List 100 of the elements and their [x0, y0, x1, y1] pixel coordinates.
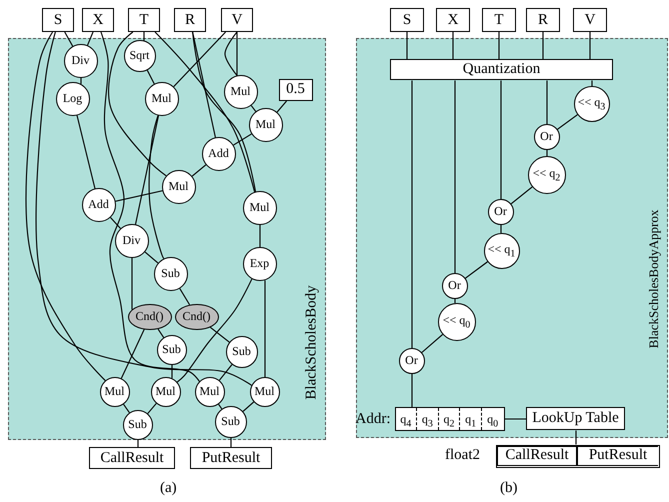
operator-label: << q$_{3}$ [578, 94, 606, 112]
input-box [190, 447, 272, 469]
operator-node [122, 410, 152, 440]
connector-line [154, 32, 256, 192]
operator-node [248, 108, 282, 142]
operator-node [194, 376, 224, 406]
connector-line [406, 32, 408, 60]
operator-label: Sub [232, 344, 251, 359]
connector-line [452, 32, 454, 60]
operator-label: Mul [104, 384, 124, 399]
input-label: V [232, 12, 242, 28]
connector-line [147, 403, 157, 414]
connector-line [411, 374, 413, 407]
operator-node [242, 246, 276, 280]
input-box [436, 8, 470, 32]
connector-line [264, 280, 266, 377]
connector-line [192, 164, 206, 177]
connector-line [36, 32, 252, 386]
connector-line [546, 80, 548, 124]
operator-label: Mul [168, 179, 188, 194]
connector-line [591, 80, 593, 86]
input-box [482, 8, 516, 32]
operator-node [488, 198, 514, 224]
panel-title: BlackScholesBodyApprox [646, 208, 662, 350]
register-bit: q$_{4}$ [396, 408, 418, 430]
output-label: PutResult [588, 447, 648, 464]
connector-line [465, 261, 488, 279]
connector-line [108, 32, 166, 176]
operator-label: Mul [155, 384, 176, 399]
output-field [577, 446, 658, 466]
operator-node [202, 136, 236, 170]
operator-label: Or [405, 353, 418, 368]
operator-node [124, 40, 156, 72]
operator-node [150, 376, 180, 406]
connector-line [87, 32, 94, 46]
input-label: V [584, 12, 596, 28]
operator-label: Or [448, 278, 461, 293]
operator-label: Mul [254, 384, 274, 399]
connector-line [259, 225, 261, 247]
subsystem-panel [8, 38, 326, 440]
connector-line [557, 114, 578, 130]
connector-line [144, 252, 158, 264]
input-box [221, 8, 253, 32]
connector-line [542, 32, 544, 60]
connector-line [100, 32, 200, 382]
connector-line [143, 32, 145, 40]
subsystem-panel [356, 38, 668, 438]
connector-line [171, 365, 173, 378]
connector-line [224, 32, 238, 76]
operator-node [64, 44, 98, 78]
register-bit: q$_{1}$ [460, 408, 482, 430]
input-box [526, 8, 560, 32]
operator-label: << q$_{1}$ [488, 242, 516, 260]
operator-label: Mul [151, 91, 172, 106]
connector-line [575, 430, 577, 444]
register-label: Addr: [356, 410, 390, 428]
connector-line [120, 329, 145, 379]
operator-node [484, 232, 520, 268]
output-field [497, 446, 577, 466]
input-label: LookUp Table [532, 410, 619, 427]
operator-node [226, 336, 258, 368]
input-box [390, 8, 424, 32]
connector-line [454, 80, 456, 273]
function-node [174, 304, 218, 330]
operator-node [100, 376, 130, 406]
connector-line [158, 328, 164, 338]
connector-line [411, 80, 413, 348]
connector-line [64, 32, 74, 46]
input-label: PutResult [202, 450, 260, 466]
input-label: X [92, 12, 104, 28]
connector-line [242, 402, 254, 412]
connector-line [218, 404, 222, 410]
operator-label: Mul [230, 84, 250, 99]
connector-line [546, 150, 548, 156]
connector-line [218, 364, 232, 381]
operator-node [144, 82, 178, 116]
operator-label: Sub [162, 342, 181, 357]
operator-label: << q$_{0}$ [442, 312, 470, 330]
operator-node [442, 272, 468, 298]
connector-line [421, 334, 443, 353]
input-label: X [448, 12, 458, 28]
connector-line [236, 32, 238, 76]
panel-title: BlackScholesBody [304, 284, 320, 402]
input-label: S [402, 12, 412, 28]
input-box [573, 8, 607, 32]
connector-line [589, 32, 591, 60]
input-label: R [538, 12, 548, 28]
connector-line [179, 288, 190, 306]
operator-node [156, 334, 186, 364]
connector-line [131, 258, 133, 310]
operator-label: Mul [255, 117, 276, 132]
operator-node [250, 376, 280, 406]
connector-line [26, 32, 106, 381]
input-label: R [184, 12, 195, 28]
connector-line [276, 100, 287, 112]
register-bit: q$_{3}$ [417, 408, 439, 430]
input-label: CallResult [100, 450, 164, 466]
connector-line [233, 133, 252, 146]
input-box [526, 407, 625, 430]
operator-node [534, 124, 560, 150]
